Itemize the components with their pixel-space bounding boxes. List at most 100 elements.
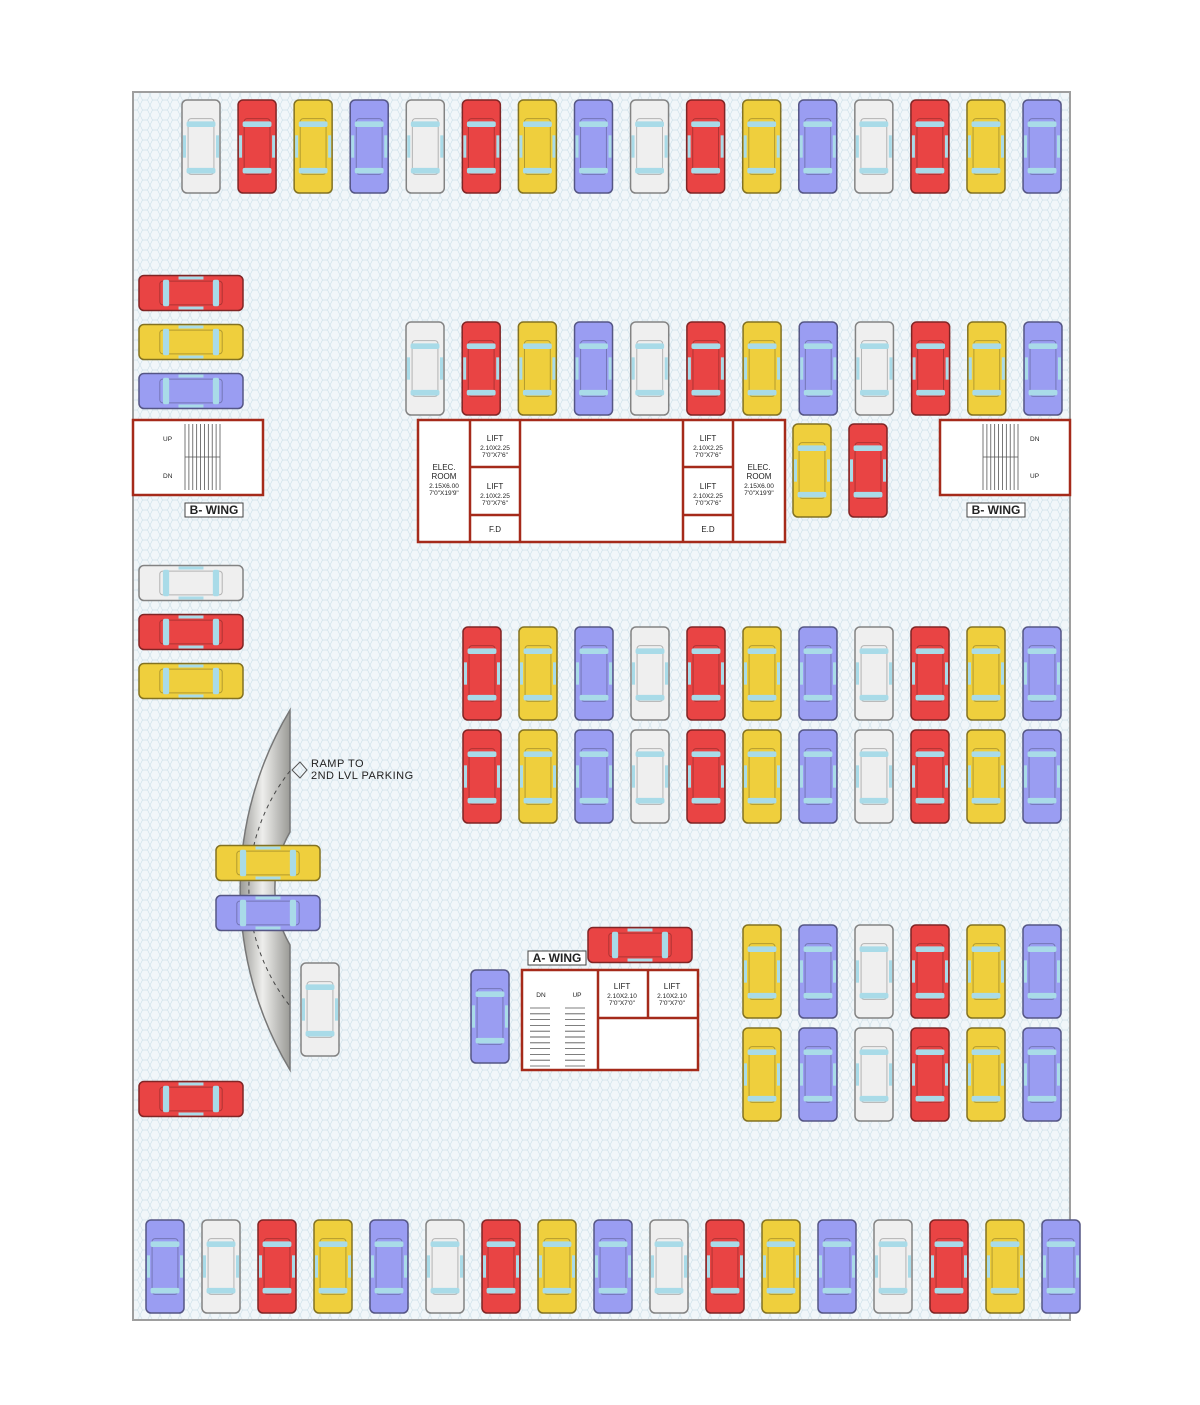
car-core-right-1 (792, 423, 832, 518)
car-middle-2-8 (854, 729, 894, 824)
ed-label: E.D (701, 525, 715, 534)
elec-room-right-size: 2.15X6.00 (744, 483, 774, 490)
elec-room-right-line2: ROOM (747, 472, 772, 481)
a-wing-dn: DN (536, 992, 546, 999)
car-top-16 (1022, 99, 1062, 194)
b-wing-left-stair: UP DN B- WING (131, 418, 265, 518)
b-wing-right-dn: DN (1030, 436, 1040, 443)
b-wing-left-up: UP (163, 436, 172, 443)
car-middle-2-9 (910, 729, 950, 824)
car-middle-1-5 (686, 626, 726, 721)
lift-6-label: LIFT (664, 982, 681, 991)
b-wing-right-stair-treads (982, 424, 1019, 490)
elec-room-right-line1: ELEC. (747, 463, 770, 472)
car-bottom-11 (705, 1219, 745, 1314)
car-left-lower (138, 1080, 244, 1118)
car-left-middle-1 (138, 564, 244, 602)
car-middle-2-10 (966, 729, 1006, 824)
car-core-top-9 (854, 321, 895, 416)
car-bottom-3 (257, 1219, 297, 1314)
car-core-top-8 (798, 321, 839, 416)
car-left-middle-2 (138, 613, 244, 651)
lift-4-label: LIFT (700, 482, 717, 491)
car-core-top-6 (686, 321, 726, 416)
car-core-top-5 (629, 321, 670, 416)
fd-label: F.D (489, 525, 501, 534)
car-middle-1-7 (798, 626, 838, 721)
b-wing-left-label-box (184, 502, 244, 518)
car-ramp-end (300, 962, 340, 1057)
car-top-9 (629, 99, 670, 194)
car-bottom-14 (873, 1219, 913, 1314)
car-top-4 (349, 99, 389, 194)
car-top-6 (461, 99, 502, 194)
car-top-1 (181, 99, 221, 194)
car-right-1-3 (854, 924, 894, 1019)
a-wing-stair-treads (530, 1007, 585, 1067)
car-middle-1-11 (1022, 626, 1062, 721)
ramp: RAMP TO 2ND LVL PARKING (239, 707, 414, 1073)
car-left-upper-3 (138, 372, 244, 410)
b-wing-left-stair-treads (184, 424, 221, 490)
car-middle-2-5 (686, 729, 726, 824)
lift-5-ft: 7'0"X7'0" (609, 1000, 636, 1007)
car-middle-2-3 (574, 729, 614, 824)
car-ramp-inner-1 (215, 844, 321, 882)
car-bottom-9 (593, 1219, 633, 1314)
car-bottom-1 (145, 1219, 185, 1314)
lift-2-size: 2.10X2.25 (480, 493, 510, 500)
a-wing-label: A- WING (533, 951, 582, 965)
car-core-top-12 (1023, 321, 1063, 416)
ramp-arrow-icon (291, 761, 308, 779)
b-wing-right-label-box (966, 502, 1026, 518)
car-middle-1-6 (742, 626, 782, 721)
car-middle-2-11 (1022, 729, 1062, 824)
car-middle-1-2 (518, 626, 558, 721)
car-bottom-10 (649, 1219, 689, 1314)
car-bottom-17 (1041, 1219, 1081, 1314)
elec-room-left-line2: ROOM (432, 472, 457, 481)
lift-1-ft: 7'0"X7'6" (482, 452, 509, 459)
lift-5-size: 2.10X2.10 (607, 993, 637, 1000)
car-left-middle-3 (138, 662, 244, 700)
car-right-2-2 (798, 1027, 838, 1122)
lift-3-ft: 7'0"X7'6" (695, 452, 722, 459)
b-wing-right-stair: DN UP B- WING (938, 418, 1072, 518)
car-top-7 (517, 99, 558, 194)
central-core-outline (416, 418, 787, 544)
lift-3-size: 2.10X2.25 (693, 445, 723, 452)
car-right-2-4 (910, 1027, 950, 1122)
car-bottom-15 (929, 1219, 969, 1314)
ramp-label-line2: 2ND LVL PARKING (311, 770, 414, 782)
lift-1-size: 2.10X2.25 (480, 445, 510, 452)
car-bottom-4 (313, 1219, 353, 1314)
central-core: ELEC. ROOM 2.15X6.00 7'0"X19'9" LIFT 2.1… (416, 418, 787, 544)
car-middle-2-4 (630, 729, 670, 824)
car-right-1-6 (1022, 924, 1062, 1019)
car-top-12 (798, 99, 838, 194)
lift-2-label: LIFT (487, 482, 504, 491)
car-right-1-2 (798, 924, 838, 1019)
b-wing-right-stair-room (938, 418, 1072, 497)
car-bottom-2 (201, 1219, 241, 1314)
car-middle-2-2 (518, 729, 558, 824)
car-middle-1-1 (462, 626, 502, 721)
b-wing-left-stair-room (131, 418, 265, 497)
car-bottom-12 (761, 1219, 801, 1314)
car-core-right-2 (848, 423, 888, 518)
car-top-13 (854, 99, 894, 194)
car-top-15 (966, 99, 1006, 194)
elec-room-left-line1: ELEC. (432, 463, 455, 472)
a-wing-label-box (527, 950, 587, 966)
car-middle-1-9 (910, 626, 950, 721)
ramp-center-line (248, 770, 291, 1007)
lift-4-ft: 7'0"X7'6" (695, 500, 722, 507)
car-top-14 (910, 99, 950, 194)
car-core-top-1 (405, 321, 445, 416)
b-wing-right-label: B- WING (972, 503, 1021, 517)
b-wing-left-label: B- WING (190, 503, 239, 517)
car-bottom-16 (985, 1219, 1025, 1314)
car-bottom-5 (369, 1219, 409, 1314)
lift-4-size: 2.10X2.25 (693, 493, 723, 500)
